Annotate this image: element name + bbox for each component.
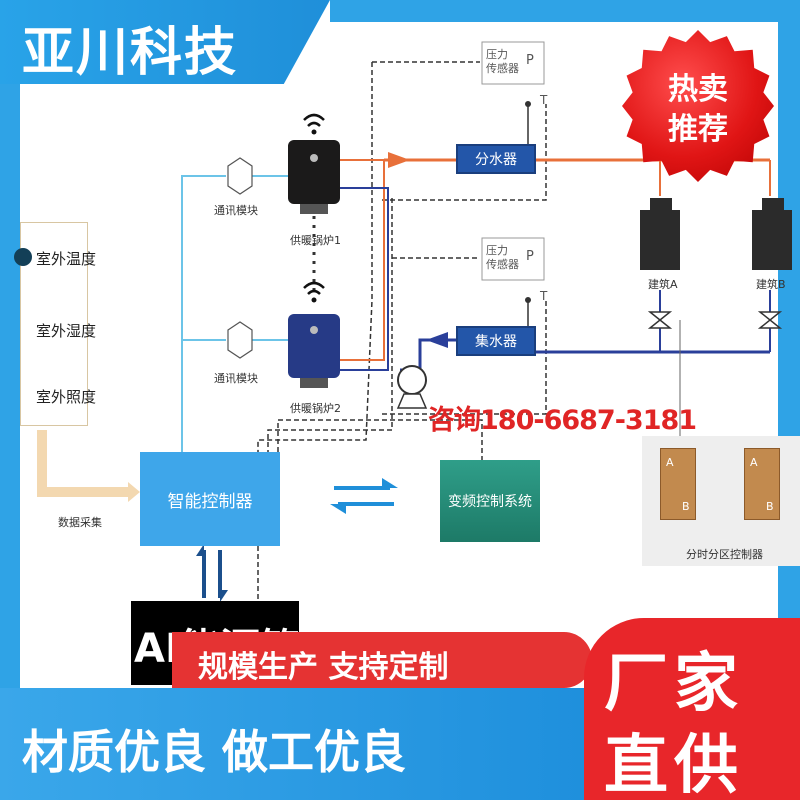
brand-banner bbox=[0, 0, 330, 84]
vertical-arrowhead-down bbox=[220, 590, 228, 602]
zone-unit-a-label-b: B bbox=[682, 500, 690, 513]
factory-direct-block bbox=[584, 618, 800, 800]
boiler-2-cap bbox=[300, 378, 328, 388]
pressure-sensor-mid-line2: 传感器 bbox=[486, 258, 519, 271]
pressure-sensor-top-tag: P bbox=[526, 53, 534, 68]
boiler-1-body bbox=[288, 140, 340, 204]
top-blue-strip bbox=[330, 0, 800, 22]
comm-module-2-icon bbox=[227, 321, 253, 359]
comm-module-1-label: 通讯模块 bbox=[214, 204, 258, 217]
boiler-2-body bbox=[288, 314, 340, 378]
building-b-label: 建筑B bbox=[756, 278, 786, 291]
valve-a-icon bbox=[647, 311, 673, 329]
comm-module-2-label: 通讯模块 bbox=[214, 372, 258, 385]
pressure-sensor-mid-tag: P bbox=[526, 249, 534, 264]
building-b-top bbox=[762, 198, 784, 212]
wifi-dot-2 bbox=[311, 297, 317, 303]
vfd-control-system: 变频控制系统 bbox=[440, 460, 540, 542]
boiler-1-gauge bbox=[310, 154, 318, 162]
zone-unit-b-label-b: B bbox=[766, 500, 774, 513]
building-a-label: 建筑A bbox=[648, 278, 678, 291]
sensor-indicator-icon bbox=[14, 248, 32, 266]
exchange-arrowhead-right bbox=[382, 478, 398, 488]
pressure-sensor-top-line2: 传感器 bbox=[486, 62, 519, 75]
building-a-icon bbox=[640, 210, 680, 270]
blue-bottom-banner bbox=[0, 688, 600, 800]
temp-probe-top-dot bbox=[525, 101, 531, 107]
return-pipe-boiler bbox=[340, 187, 389, 371]
pressure-sensor-top-line1: 压力 bbox=[486, 48, 508, 61]
left-blue-edge bbox=[0, 84, 20, 704]
data-collection-arrow bbox=[37, 430, 128, 497]
brand-name: 亚川科技 bbox=[22, 23, 239, 83]
boiler-2-label: 供暖锅炉2 bbox=[290, 402, 341, 415]
vertical-arrowhead-up bbox=[196, 544, 204, 556]
boiler-2-gauge bbox=[310, 326, 318, 334]
wifi-dot-1 bbox=[311, 129, 317, 135]
return-manifold: 集水器 bbox=[456, 326, 536, 356]
seal-line-1: 热卖 bbox=[668, 72, 728, 107]
boiler-1-label: 供暖锅炉1 bbox=[290, 234, 341, 247]
boiler-1-cap bbox=[300, 204, 328, 214]
exchange-arrowhead-left bbox=[330, 504, 346, 514]
pressure-sensor-mid-box bbox=[481, 237, 545, 281]
temp-probe-mid-dot bbox=[525, 297, 531, 303]
comm-module-1-icon bbox=[227, 157, 253, 195]
return-flow-arrow bbox=[426, 332, 448, 348]
sensor-outdoor-temp: 室外温度 bbox=[36, 250, 97, 268]
supply-flow-arrow bbox=[388, 152, 410, 168]
contact-phone: 咨询180-6687-3181 bbox=[428, 405, 697, 436]
zone-unit-a-label-a: A bbox=[666, 456, 674, 469]
red-promo-text: 规模生产 支持定制 bbox=[198, 650, 449, 685]
dashed-line-1 bbox=[257, 62, 373, 452]
sensor-outdoor-illuminance: 室外照度 bbox=[36, 388, 97, 406]
temp-tag-top: T bbox=[540, 93, 548, 107]
smart-controller: 智能控制器 bbox=[140, 452, 280, 546]
dashed-line-5 bbox=[382, 104, 547, 201]
data-collection-arrowhead bbox=[128, 482, 140, 502]
zone-unit-b bbox=[744, 448, 780, 520]
supply-manifold: 分水器 bbox=[456, 144, 536, 174]
temp-tag-mid: T bbox=[540, 289, 548, 303]
data-collection-label: 数据采集 bbox=[58, 516, 102, 529]
supply-pipe-boiler bbox=[340, 159, 385, 361]
blue-bottom-text: 材质优良 做工优良 bbox=[22, 725, 407, 779]
wifi-icon-2 bbox=[303, 281, 325, 295]
wifi-icon-1 bbox=[303, 113, 325, 127]
pump-base bbox=[396, 393, 428, 409]
hot-sale-seal bbox=[622, 30, 774, 182]
pressure-sensor-top-box bbox=[481, 41, 545, 85]
valve-b-icon bbox=[757, 311, 783, 329]
dashed-line-4 bbox=[267, 198, 393, 452]
signal-line-top bbox=[181, 175, 226, 452]
building-a-top bbox=[650, 198, 672, 212]
building-b-icon bbox=[752, 210, 792, 270]
zone-unit-a bbox=[660, 448, 696, 520]
dashed-line-6 bbox=[382, 300, 547, 415]
factory-line-1: 厂家 bbox=[604, 647, 744, 721]
zone-unit-b-label-a: A bbox=[750, 456, 758, 469]
sensor-outdoor-humidity: 室外湿度 bbox=[36, 322, 97, 340]
factory-line-2: 直供 bbox=[604, 729, 744, 800]
pump-icon bbox=[397, 365, 427, 395]
seal-line-2: 推荐 bbox=[668, 112, 728, 147]
dashed-line-7 bbox=[277, 419, 483, 460]
red-promo-strip bbox=[172, 632, 592, 688]
zone-controller-label: 分时分区控制器 bbox=[686, 548, 763, 561]
pressure-sensor-mid-line1: 压力 bbox=[486, 244, 508, 257]
